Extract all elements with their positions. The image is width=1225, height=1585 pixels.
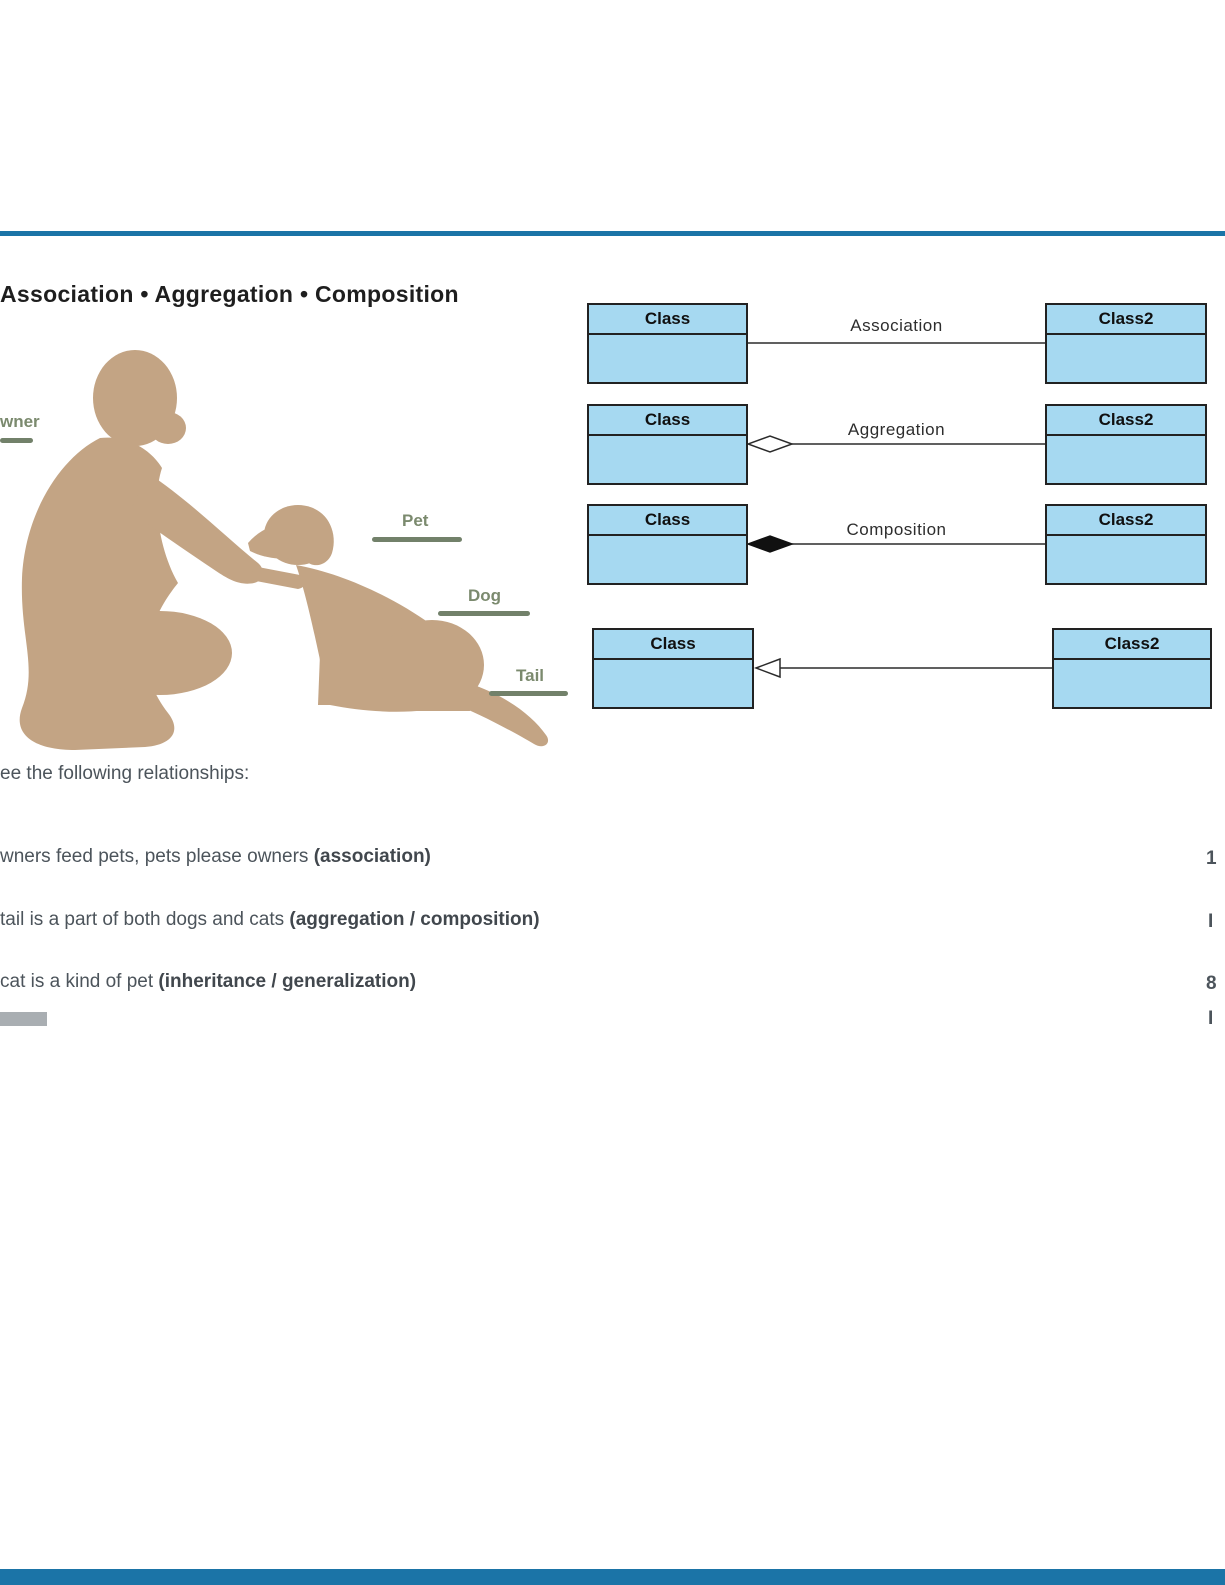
uml-class-title: Class — [594, 630, 752, 660]
bullet-bold-text: (aggregation / composition) — [289, 909, 540, 930]
uml-class-body — [1054, 660, 1210, 737]
uml-class-title: Class — [589, 305, 746, 335]
uml-row1-class-right: Class2 — [1045, 303, 1207, 384]
owner-dog-illustration — [19, 350, 549, 750]
bullet-text: wners feed pets, pets please owners — [0, 846, 314, 867]
photo-label-dog: Dog — [468, 586, 502, 605]
tail-label-underline — [489, 691, 568, 696]
uml-class-title: Class — [589, 506, 746, 536]
uml-class-title: Class — [589, 406, 746, 436]
photo-label-tail: Tail — [516, 666, 545, 685]
top-divider — [0, 231, 1225, 236]
clipped-text-fragment: 8 — [1206, 973, 1217, 994]
generalization-connector-line — [754, 657, 1052, 679]
uml-row1-class-left: Class — [587, 303, 748, 384]
clipped-text-fragment: I — [1208, 1008, 1214, 1029]
uml-row4-class-left: Class — [592, 628, 754, 709]
dog-label-underline — [438, 611, 530, 616]
uml-row2-class-left: Class — [587, 404, 748, 485]
photo-label-pet: Pet — [402, 511, 429, 530]
uml-class-body — [594, 660, 752, 737]
clipped-text-fragment: 1 — [1206, 848, 1217, 869]
uml-class-body — [1047, 335, 1205, 412]
bullet-text: tail is a part of both dogs and cats — [0, 909, 290, 930]
gray-bar — [0, 1012, 47, 1026]
uml-row4-class-right: Class2 — [1052, 628, 1212, 709]
hollow-diamond-icon — [748, 435, 795, 453]
bottom-divider — [0, 1569, 1225, 1585]
clipped-text-fragment: I — [1208, 911, 1214, 932]
uml-class-body — [589, 335, 746, 412]
uml-row3-class-right: Class2 — [1045, 504, 1207, 585]
hollow-triangle-icon — [754, 657, 781, 679]
aggregation-connector-line — [748, 435, 1045, 453]
bullet-association: wners feed pets, pets please owners (ass… — [0, 846, 431, 868]
association-label: Association — [850, 316, 943, 335]
composition-connector-line — [748, 535, 1045, 553]
uml-row3-class-left: Class — [587, 504, 748, 585]
bullet-text: cat is a kind of pet — [0, 971, 159, 992]
photo-label-owner: wner — [0, 412, 40, 431]
association-connector-line — [748, 342, 1045, 344]
bullet-inheritance: cat is a kind of pet (inheritance / gene… — [0, 971, 416, 993]
intro-text: ee the following relationships: — [0, 763, 250, 784]
uml-row2-class-right: Class2 — [1045, 404, 1207, 485]
uml-class-title: Class2 — [1054, 630, 1210, 660]
slide-title: Association • Aggregation • Composition — [0, 281, 459, 307]
person-silhouette — [19, 350, 263, 750]
bullet-bold-text: (association) — [313, 846, 431, 867]
owner-label-underline — [0, 438, 33, 443]
filled-diamond-icon — [748, 535, 795, 553]
uml-class-title: Class2 — [1047, 506, 1205, 536]
uml-class-body — [1047, 436, 1205, 513]
aggregation-label: Aggregation — [847, 420, 946, 439]
uml-class-body — [1047, 536, 1205, 613]
bullet-bold-text: (inheritance / generalization) — [158, 971, 417, 992]
composition-label: Composition — [846, 520, 947, 539]
uml-class-title: Class2 — [1047, 305, 1205, 335]
bullet-aggregation: tail is a part of both dogs and cats (ag… — [0, 909, 540, 931]
pet-label-underline — [372, 537, 462, 542]
uml-class-body — [589, 536, 746, 613]
uml-class-title: Class2 — [1047, 406, 1205, 436]
dog-silhouette — [248, 505, 549, 747]
uml-class-body — [589, 436, 746, 513]
